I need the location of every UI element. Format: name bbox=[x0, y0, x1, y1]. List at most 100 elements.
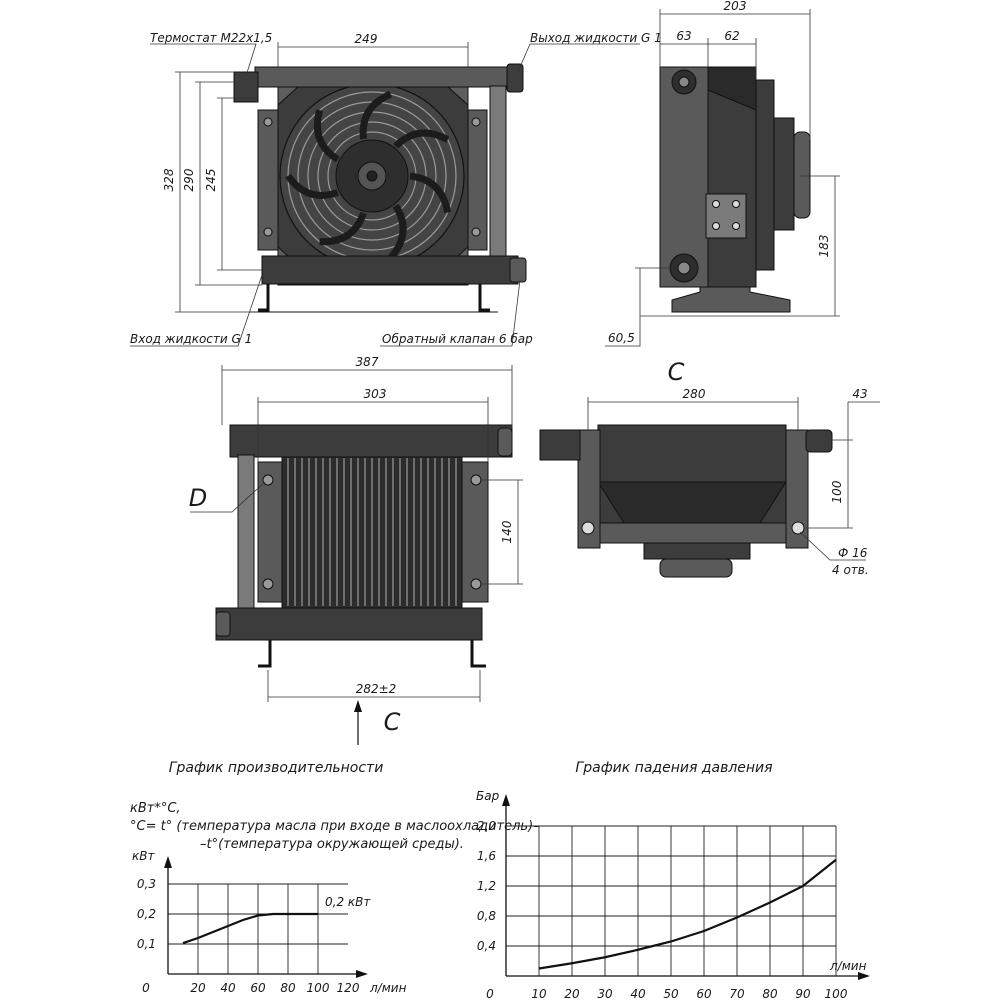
dim-side-183: 183 bbox=[817, 235, 831, 258]
dim-side-63: 63 bbox=[676, 29, 691, 43]
dim-front-h245: 245 bbox=[204, 169, 218, 192]
label-check-valve: Обратный клапан 6 бар bbox=[382, 332, 533, 346]
front-return-pipe bbox=[489, 85, 507, 257]
dim-back-282: 282±2 bbox=[356, 682, 397, 696]
side-bottom-port-bore bbox=[677, 261, 691, 275]
dim-top-100: 100 bbox=[830, 480, 844, 503]
chart1-xtick: 40 bbox=[220, 981, 236, 995]
top-fan-ring bbox=[599, 522, 787, 544]
back-return-pipe bbox=[237, 454, 255, 616]
chart2-xtick: 90 bbox=[795, 987, 811, 1000]
chart1-xaxis-arrow bbox=[356, 970, 368, 978]
chart1-note-line1: кВт*°С, bbox=[130, 801, 181, 816]
side-core bbox=[659, 66, 709, 288]
fan-blade bbox=[409, 172, 452, 214]
top-motor bbox=[643, 542, 751, 560]
front-bolt bbox=[471, 117, 481, 127]
back-bolt bbox=[470, 474, 482, 486]
top-left-bracket bbox=[577, 429, 601, 549]
chart2-xtick: 10 bbox=[531, 987, 547, 1000]
label-fluid-in: Вход жидкости G 1 bbox=[130, 332, 252, 346]
thermostat-body bbox=[233, 71, 259, 103]
chart2-xtick: 60 bbox=[696, 987, 712, 1000]
chart2-xtick: 100 bbox=[825, 987, 848, 1000]
back-view-dimensions: 387 303 140 282±2 D С bbox=[189, 355, 523, 745]
front-bolt bbox=[263, 227, 273, 237]
label-thermostat: Термостат М22х1,5 bbox=[150, 31, 272, 45]
dim-back-303: 303 bbox=[364, 387, 387, 401]
chart2-xaxis-arrow bbox=[858, 972, 870, 980]
chart2-xlabel: л/мин bbox=[829, 959, 867, 973]
chart1-xtick: 80 bbox=[280, 981, 296, 995]
front-top-pipe bbox=[254, 66, 521, 88]
top-right-fitting bbox=[805, 429, 833, 453]
back-bottom-fitting bbox=[215, 611, 231, 637]
fan-blade bbox=[393, 129, 450, 149]
chart2-xtick: 50 bbox=[663, 987, 679, 1000]
view-c-marker-top: С bbox=[668, 358, 685, 386]
back-bolt bbox=[262, 578, 274, 590]
chart1-xtick: 20 bbox=[190, 981, 206, 995]
chart2-xtick: 30 bbox=[597, 987, 613, 1000]
mount-hole bbox=[791, 521, 805, 535]
back-top-pipe bbox=[229, 424, 513, 458]
view-c-marker-bottom: С bbox=[384, 708, 401, 736]
back-left-bracket bbox=[257, 461, 285, 603]
top-view-dimensions: 280 43 100 Ф 16 4 отв. bbox=[587, 387, 880, 577]
chart1-ytick: 0,3 bbox=[137, 877, 156, 891]
fan-axle bbox=[366, 170, 378, 182]
chart2-origin: 0 bbox=[486, 987, 494, 1000]
front-view bbox=[233, 63, 527, 313]
dim-front-width: 249 bbox=[355, 32, 378, 46]
side-clamp-plate bbox=[705, 193, 747, 239]
dim-front-h290: 290 bbox=[182, 168, 196, 191]
chart1-xtick: 120 bbox=[337, 981, 360, 995]
side-top-port-bore bbox=[678, 76, 690, 88]
chart2-xtick: 70 bbox=[729, 987, 745, 1000]
fan-blade bbox=[319, 211, 367, 246]
back-bolt bbox=[262, 474, 274, 486]
side-bolt bbox=[732, 222, 740, 230]
performance-chart: График производительности кВт*°С, °С= t°… bbox=[130, 760, 540, 995]
chart1-ytick: 0,1 bbox=[137, 937, 156, 951]
chart2-title: График падения давления bbox=[575, 760, 772, 776]
front-bolt bbox=[471, 227, 481, 237]
dim-top-280: 280 bbox=[683, 387, 706, 401]
label-hole-dia: Ф 16 bbox=[838, 546, 868, 560]
side-bolt bbox=[712, 200, 720, 208]
back-feet bbox=[258, 640, 486, 668]
fan-blade bbox=[359, 90, 393, 140]
chart1-note-line3: –t°(температура окружающей среды). bbox=[200, 837, 464, 852]
back-bottom-pipe bbox=[215, 607, 483, 641]
fan-blade bbox=[285, 173, 339, 199]
chart2-xtick: 80 bbox=[762, 987, 778, 1000]
side-bolt bbox=[732, 200, 740, 208]
chart1-ylabel: кВт bbox=[132, 849, 155, 863]
label-hole-count: 4 отв. bbox=[832, 563, 869, 577]
dim-back-140: 140 bbox=[500, 520, 514, 543]
top-motor-cap bbox=[659, 558, 733, 578]
chart2-xtick: 40 bbox=[630, 987, 646, 1000]
chart1-series-line bbox=[182, 912, 318, 945]
chart1-annotation: 0,2 кВт bbox=[325, 895, 371, 909]
check-valve-fitting bbox=[509, 257, 527, 283]
side-view-dimensions: 203 63 62 183 60,5 С bbox=[605, 0, 840, 386]
chart2-ytick: 2,0 bbox=[477, 819, 496, 833]
pressure-drop-chart: График падения давления Бар л/мин 0 0,40… bbox=[476, 760, 870, 1000]
top-right-bracket bbox=[785, 429, 809, 549]
chart2-ytick: 1,2 bbox=[477, 879, 496, 893]
mount-hole bbox=[581, 521, 595, 535]
dim-side-62: 62 bbox=[724, 29, 739, 43]
chart1-xlabel: л/мин bbox=[369, 981, 407, 995]
front-bolt bbox=[263, 117, 273, 127]
dim-top-43: 43 bbox=[852, 387, 867, 401]
chart1-grid bbox=[164, 856, 368, 978]
chart1-ytick: 0,2 bbox=[137, 907, 156, 921]
back-top-fitting bbox=[497, 427, 513, 457]
dim-front-h328: 328 bbox=[162, 168, 176, 191]
top-view-c bbox=[539, 424, 833, 578]
outlet-fitting bbox=[506, 63, 524, 93]
top-left-pipe bbox=[539, 429, 581, 461]
